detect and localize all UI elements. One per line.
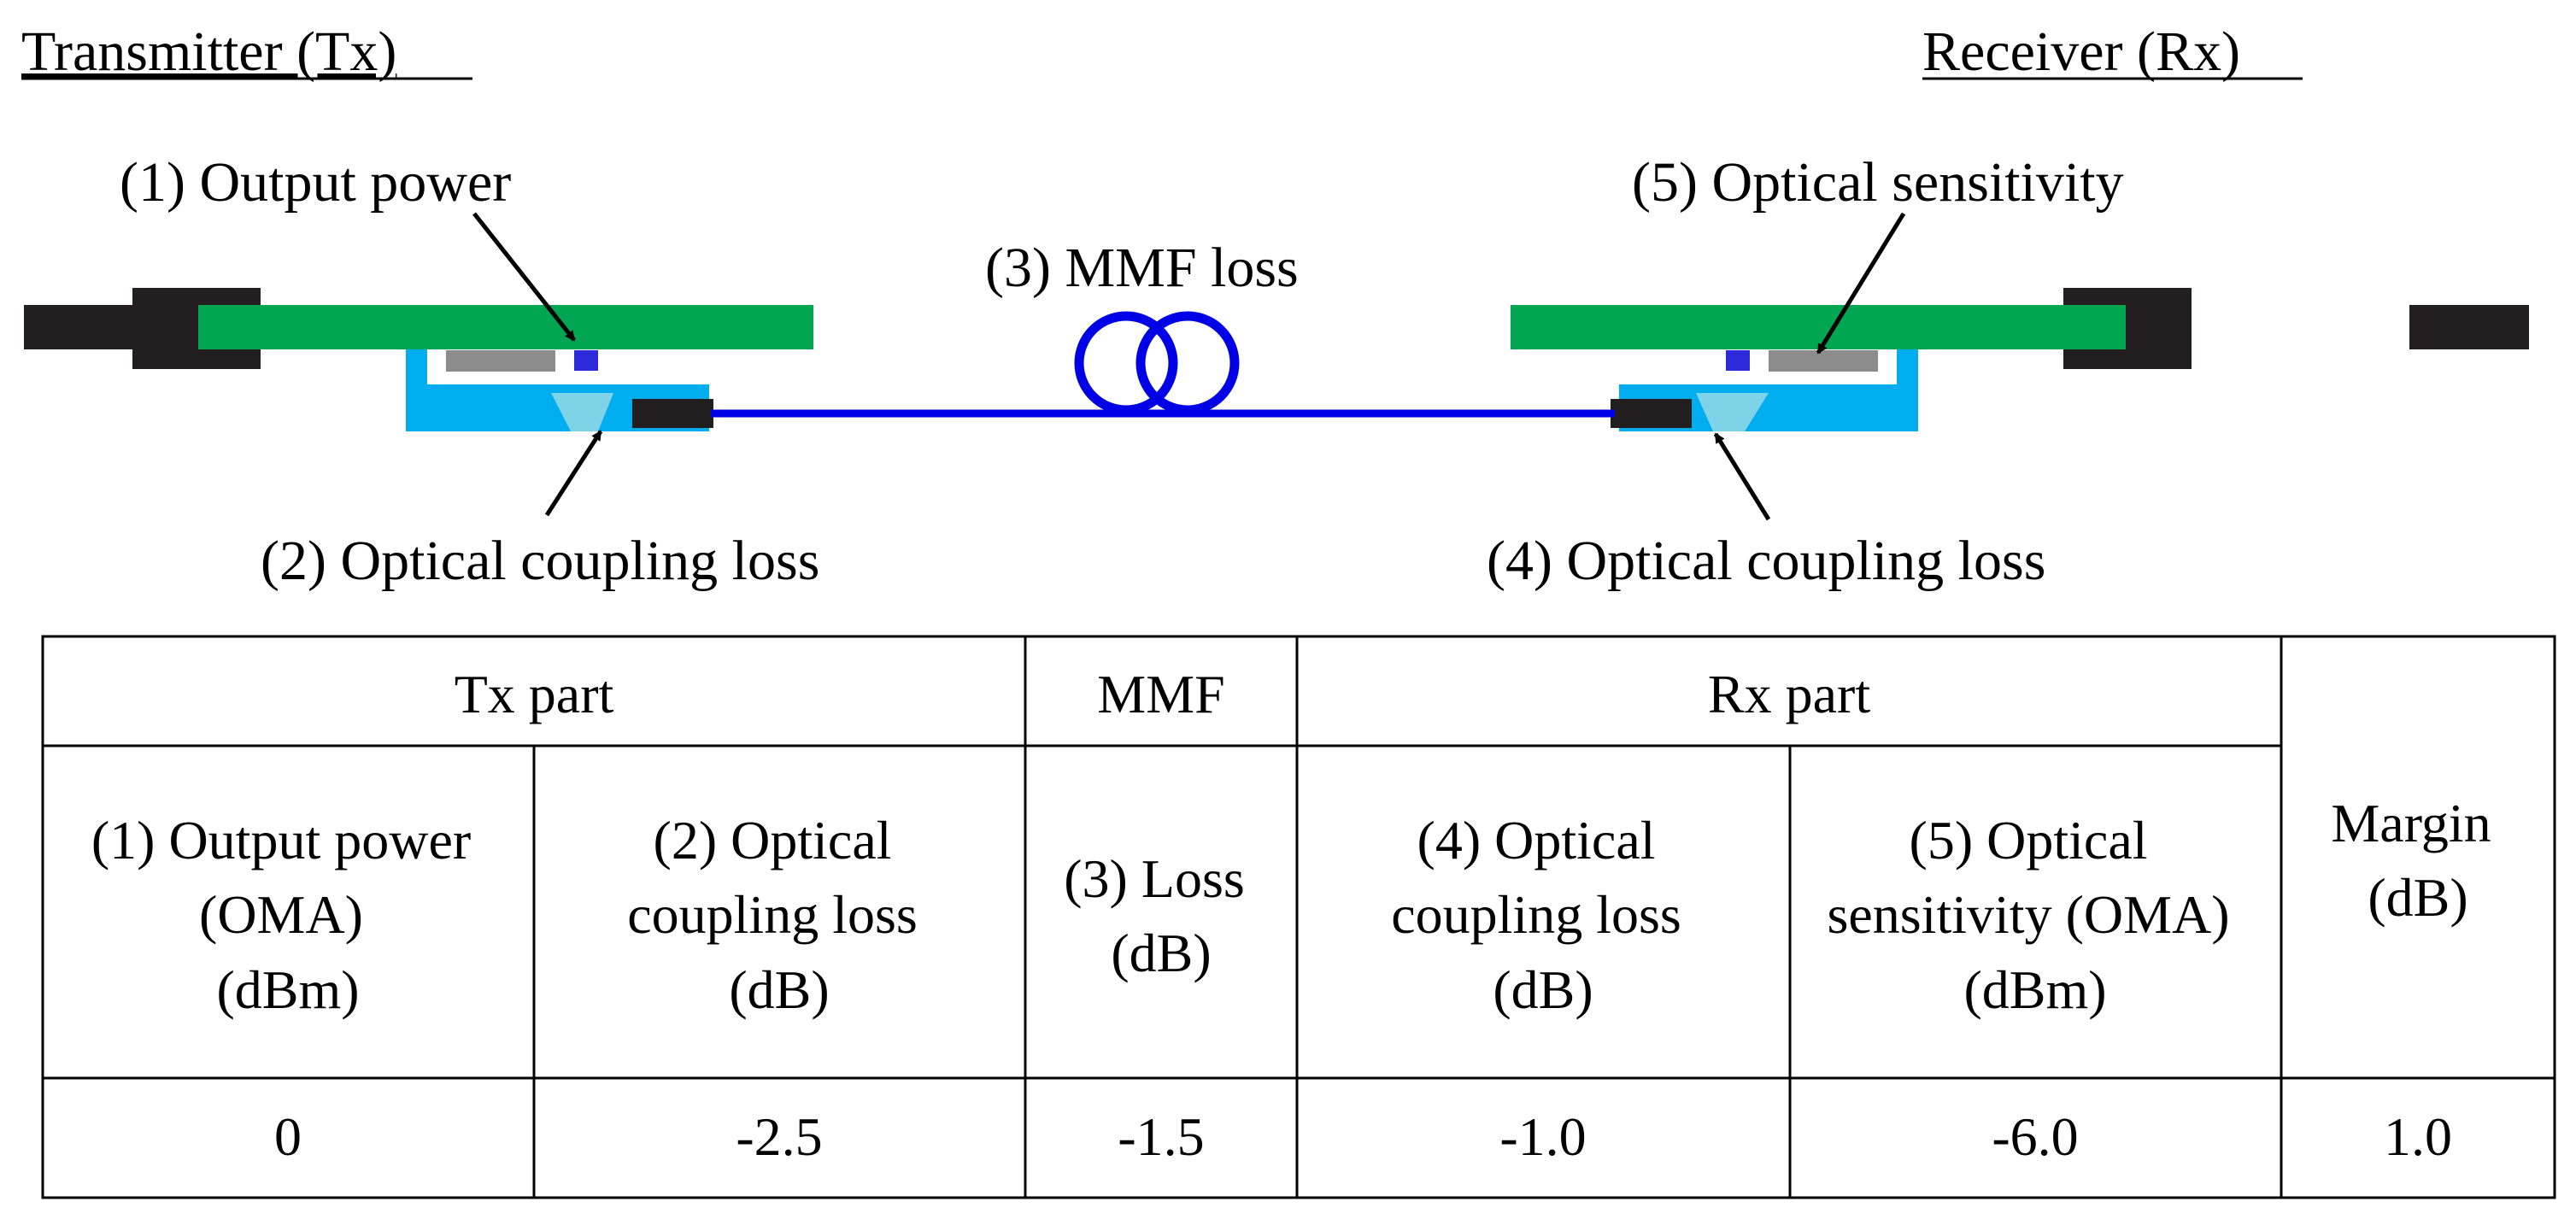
- arrow-rx-coupling-loss: [1713, 432, 1771, 521]
- arrow-tx-coupling-loss: [544, 430, 603, 517]
- link-budget-table: [41, 635, 2556, 1199]
- transmitter-title: Transmitter (Tx): [21, 21, 396, 83]
- table-value-mmf-loss: -1.5: [1118, 1106, 1204, 1167]
- table-group-rx-part: Rx part: [1708, 664, 1870, 724]
- rx-cable: [2409, 305, 2529, 349]
- table-border: [41, 635, 2556, 1199]
- table-header-tx-coupling-loss: (2) Optical coupling loss (dB): [627, 810, 931, 1020]
- table-header-rx-coupling-loss: (4) Optical coupling loss (dB): [1391, 810, 1695, 1020]
- receiver-assembly: [1511, 288, 2529, 431]
- rx-photodiode-chip: [1726, 350, 1750, 371]
- table-value-output-power: 0: [274, 1106, 302, 1167]
- arrow-optical-sensitivity: [1816, 212, 1906, 355]
- rx-lens: [1696, 393, 1769, 431]
- tx-ferrule: [632, 399, 713, 428]
- table-header-output-power: (1) Output power (OMA) (dBm): [91, 810, 484, 1020]
- table-value-tx-coupling-loss: -2.5: [736, 1106, 822, 1167]
- table-header-optical-sensitivity: (5) Optical sensitivity (OMA) (dBm): [1827, 810, 2243, 1020]
- arrow-output-power: [472, 212, 576, 342]
- transmitter-assembly: [24, 288, 813, 431]
- table-header-margin: Margin (dB): [2331, 793, 2504, 928]
- table-value-rx-coupling-loss: -1.0: [1499, 1106, 1586, 1167]
- tx-laser-chip: [574, 350, 598, 371]
- label-mmf-loss: (3) MMF loss: [985, 237, 1299, 299]
- receiver-title: Receiver (Rx): [1922, 21, 2240, 83]
- label-output-power: (1) Output power: [120, 151, 511, 214]
- fiber-coil-left: [1074, 311, 1178, 415]
- rx-ferrule: [1611, 399, 1692, 428]
- table-group-mmf: MMF: [1097, 664, 1224, 724]
- table-header-mmf-loss: (3) Loss (dB): [1064, 848, 1259, 983]
- label-tx-coupling-loss: (2) Optical coupling loss: [261, 530, 819, 592]
- rx-circuit-board: [1511, 305, 2126, 349]
- tx-cable: [24, 305, 144, 349]
- mmf-fiber: [711, 311, 1615, 418]
- label-optical-sensitivity: (5) Optical sensitivity: [1632, 151, 2124, 214]
- rx-tia-chip: [1769, 350, 1878, 372]
- table-value-optical-sensitivity: -6.0: [1992, 1106, 2078, 1167]
- tx-lens: [551, 393, 613, 431]
- label-rx-coupling-loss: (4) Optical coupling loss: [1487, 530, 2045, 592]
- table-value-margin: 1.0: [2384, 1106, 2452, 1167]
- tx-circuit-board: [198, 305, 813, 349]
- table-group-tx-part: Tx part: [455, 664, 614, 724]
- fiber-coil-right: [1135, 311, 1240, 415]
- tx-driver-chip: [446, 350, 555, 372]
